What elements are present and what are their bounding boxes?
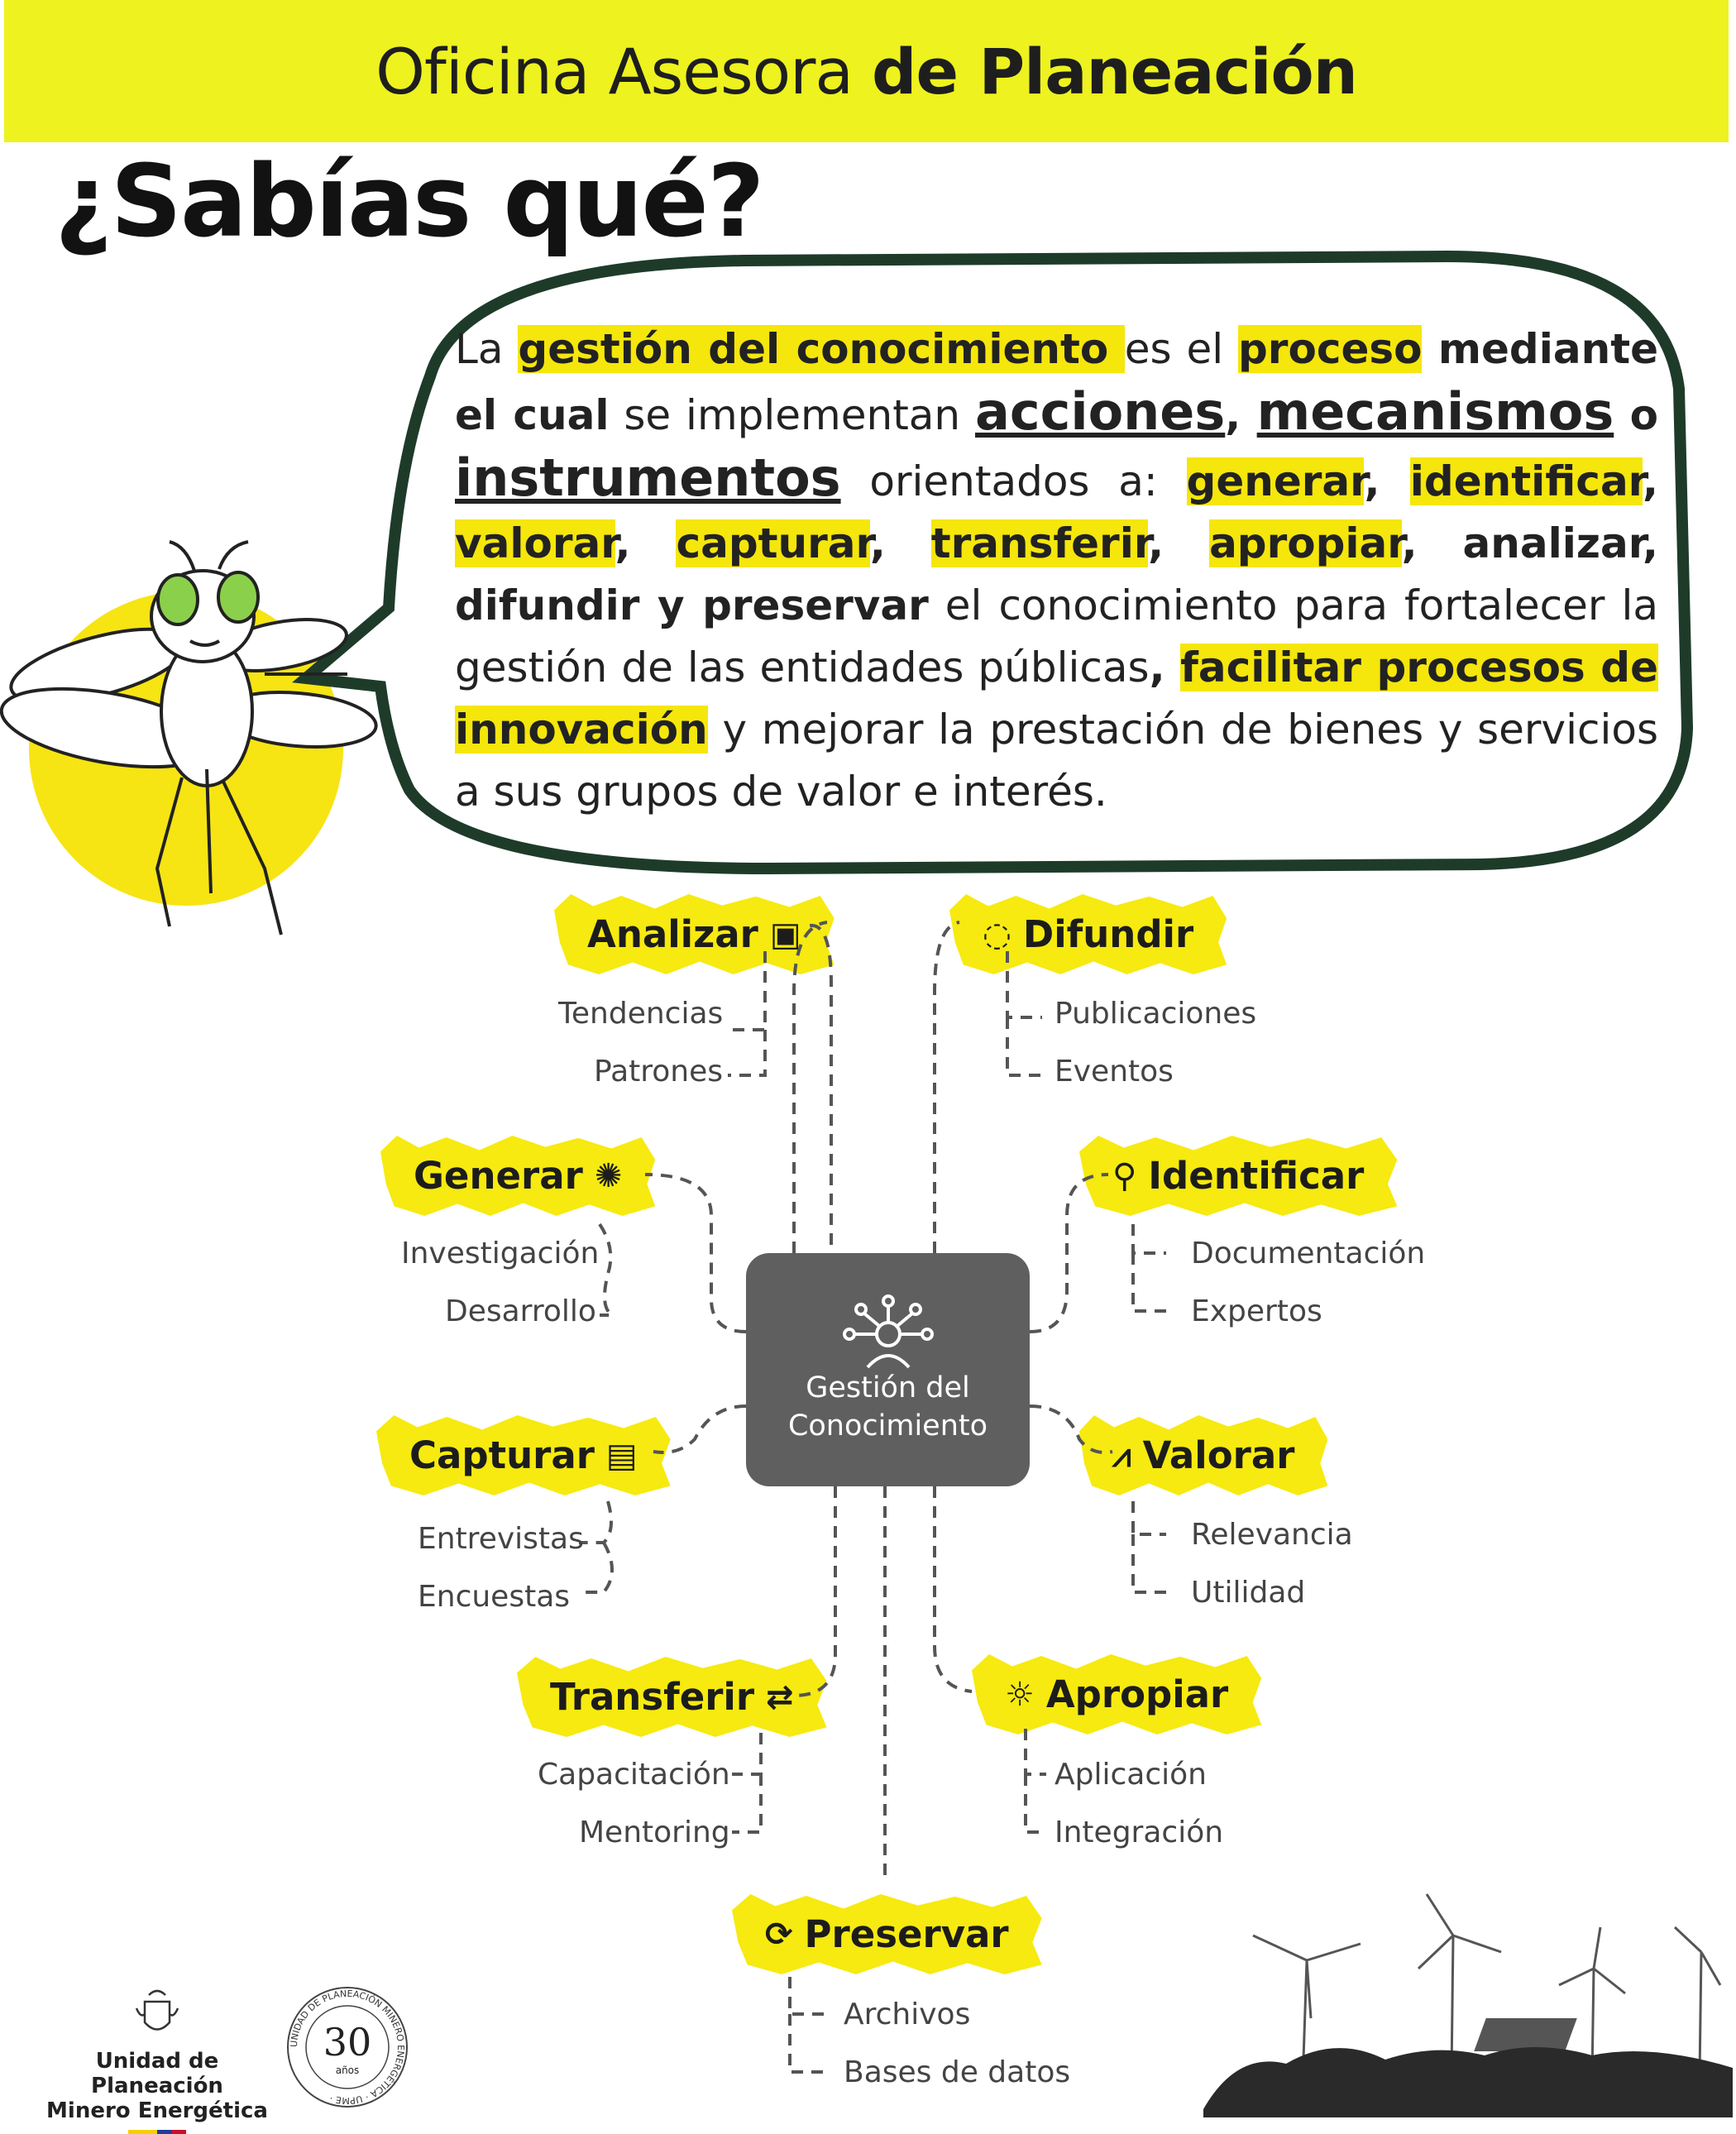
para-highlight: gestión del conocimiento [518, 325, 1125, 373]
node-analizar: Analizar ▣ [554, 894, 835, 974]
sub-patrones: Patrones [594, 1055, 724, 1089]
definition-paragraph: La gestión del conocimiento es el proces… [455, 318, 1658, 823]
para-text: y mejorar la prestación de bienes y serv… [455, 706, 1658, 816]
center-label-line1: Gestión del [806, 1371, 970, 1404]
node-label: Apropiar [1045, 1672, 1229, 1716]
seal-number: 30 [323, 2020, 372, 2065]
sub-tendencias: Tendencias [558, 997, 724, 1031]
para-text: orientados a: [840, 457, 1187, 505]
speech-bubble-icon: ◌ [983, 915, 1011, 954]
para-text: el conocimiento para fortalecer la gesti… [455, 581, 1658, 691]
para-highlight: transferir [930, 519, 1149, 567]
para-bold: , [615, 519, 677, 567]
wind-turbines-illustration [1203, 1893, 1733, 2117]
search-person-icon: ⚲ [1112, 1156, 1137, 1195]
node-preservar: ⟳ Preservar [732, 1894, 1042, 1974]
para-highlight: proceso [1238, 325, 1423, 373]
node-label: Valorar [1142, 1433, 1295, 1477]
para-highlight: capturar [676, 519, 870, 567]
para-bold: , [1364, 457, 1410, 505]
sub-publicaciones: Publicaciones [1055, 997, 1257, 1031]
sub-aplicacion: Aplicación [1055, 1758, 1207, 1792]
para-underline: mecanismos [1256, 381, 1614, 442]
para-highlight: identificar [1409, 457, 1643, 505]
para-text: se implementan [609, 391, 975, 439]
para-bold: , analizar, difundir y preservar [455, 519, 1658, 629]
para-underline: instrumentos [455, 447, 841, 508]
seal-sub: años [336, 2065, 360, 2076]
line-chart-icon: ⩘ [1112, 1436, 1131, 1475]
network-person-icon [842, 1294, 934, 1369]
node-label: Preservar [804, 1912, 1009, 1956]
center-label-line2: Conocimiento [787, 1409, 988, 1443]
sub-entrevistas: Entrevistas [418, 1522, 584, 1556]
sub-desarrollo: Desarrollo [445, 1294, 596, 1328]
node-label: Generar [414, 1154, 583, 1198]
node-label: Capturar [409, 1433, 595, 1477]
sub-relevancia: Relevancia [1191, 1518, 1353, 1552]
head-idea-icon: ☼ [1005, 1675, 1035, 1714]
people-transfer-icon: ⇄ [766, 1677, 794, 1716]
sub-expertos: Expertos [1191, 1294, 1322, 1328]
para-bold: , [1148, 519, 1210, 567]
para-bold: , [1149, 644, 1181, 691]
para-text: es el [1124, 325, 1239, 373]
sub-documentacion: Documentación [1191, 1237, 1426, 1270]
page-title: ¿Sabías qué? [55, 145, 765, 260]
sub-bases-de-datos: Bases de datos [844, 2055, 1071, 2089]
para-highlight: apropiar [1209, 519, 1402, 567]
para-bold: o [1614, 391, 1658, 439]
node-valorar: ⩘ Valorar [1079, 1415, 1328, 1495]
node-transferir: Transferir ⇄ [517, 1657, 827, 1737]
sub-integracion: Integración [1055, 1816, 1224, 1849]
sub-utilidad: Utilidad [1191, 1576, 1306, 1610]
para-highlight: generar [1186, 457, 1365, 505]
bee-icon [0, 540, 378, 935]
logo-line1: Unidad de Planeación [91, 2049, 223, 2098]
node-label: Transferir [550, 1675, 755, 1719]
para-bold: , [1225, 391, 1257, 439]
node-capturar: Capturar ▤ [376, 1415, 671, 1495]
sub-eventos: Eventos [1055, 1055, 1174, 1089]
document-database-icon: ▤ [605, 1436, 638, 1475]
office-title-bold: de Planeación [872, 34, 1358, 108]
idea-person-icon: ✺ [594, 1156, 623, 1195]
node-label: Difundir [1022, 912, 1194, 956]
anniversary-seal: 30 años UNIDAD DE PLANEACIÓN MINERO ENER… [287, 1987, 408, 2108]
upme-logo: Unidad de Planeación Minero Energética [33, 1985, 281, 2134]
sub-encuestas: Encuestas [418, 1580, 571, 1614]
para-bold: , [869, 519, 931, 567]
presentation-chart-icon: ▣ [769, 915, 801, 954]
coat-of-arms-icon [135, 1989, 179, 2031]
logo-line2: Minero Energética [46, 2098, 268, 2123]
node-identificar: ⚲ Identificar [1079, 1136, 1398, 1216]
office-header: Oficina Asesora de Planeación [4, 0, 1729, 142]
center-node: Gestión del Conocimiento [746, 1253, 1030, 1486]
sub-investigacion: Investigación [401, 1237, 600, 1270]
graduation-cycle-icon: ⟳ [765, 1915, 793, 1954]
office-title-light: Oficina Asesora [375, 34, 873, 108]
sub-archivos: Archivos [844, 1998, 971, 2031]
para-bold: , [1643, 457, 1658, 505]
node-generar: Generar ✺ [380, 1136, 656, 1216]
node-apropiar: ☼ Apropiar [972, 1654, 1262, 1734]
para-underline: acciones [974, 381, 1226, 442]
office-title: Oficina Asesora de Planeación [375, 34, 1358, 108]
sub-capacitacion: Capacitación [538, 1758, 730, 1792]
para-text: La [455, 325, 519, 373]
para-highlight: valorar [455, 519, 615, 567]
flag-stripe [128, 2130, 186, 2134]
node-difundir: ◌ Difundir [949, 894, 1227, 974]
node-label: Analizar [587, 912, 758, 956]
node-label: Identificar [1148, 1154, 1365, 1198]
sub-mentoring: Mentoring [579, 1816, 730, 1849]
para-bold: mediante el cual [455, 325, 1659, 439]
